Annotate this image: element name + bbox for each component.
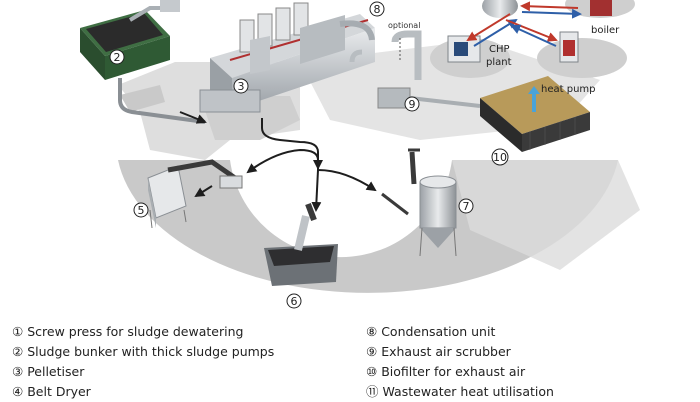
legend-item-9: ⑨ Exhaust air scrubber [366, 342, 554, 362]
legend-text: Screw press for sludge dewatering [27, 324, 244, 339]
flow-arrows [246, 148, 409, 216]
plant-illustration: 2 3 8 9 10 5 6 7 optiona [80, 0, 640, 309]
legend-text: Biofilter for exhaust air [381, 364, 526, 379]
legend-left-column: ① Screw press for sludge dewatering ② Sl… [12, 322, 274, 402]
lower-platform-shadow [452, 160, 640, 270]
optional-label: optional [388, 21, 420, 30]
svg-text:6: 6 [291, 295, 298, 308]
legend-item-11: ⑪ Wastewater heat utilisation [366, 382, 554, 402]
exhaust-air-scrubber [377, 87, 481, 109]
svg-text:8: 8 [374, 3, 381, 16]
biofilter [480, 76, 590, 152]
marker-5: 5 [133, 202, 149, 218]
sludge-bunker [80, 10, 207, 124]
legend-text: Belt Dryer [27, 384, 91, 399]
legend-marker: ⑨ [366, 344, 378, 359]
boiler-label: boiler [591, 25, 620, 36]
belt-dryer [199, 2, 375, 170]
legend-marker: ⑪ [366, 384, 379, 399]
plant-label: plant [486, 57, 512, 68]
sludge-container [264, 202, 338, 286]
chp-label: CHP [489, 44, 510, 55]
legend-right-column: ⑧ Condensation unit ⑨ Exhaust air scrubb… [366, 322, 554, 402]
legend-marker: ③ [12, 364, 24, 379]
legend-text: Pelletiser [27, 364, 85, 379]
marker-6: 6 [286, 293, 302, 309]
legend-text: Condensation unit [381, 324, 496, 339]
marker-3: 3 [233, 78, 249, 94]
marker-10: 10 [491, 148, 509, 166]
pellet-silo [408, 148, 457, 257]
marker-7: 7 [458, 198, 474, 214]
pelletiser [147, 159, 243, 229]
legend-text: Wastewater heat utilisation [382, 384, 554, 399]
heat-pump-label: heat pump [541, 84, 596, 95]
legend-marker: ② [12, 344, 24, 359]
legend-text: Sludge bunker with thick sludge pumps [27, 344, 275, 359]
svg-text:2: 2 [114, 51, 121, 64]
legend-item-8: ⑧ Condensation unit [366, 322, 554, 342]
legend-marker: ① [12, 324, 24, 339]
svg-text:9: 9 [409, 98, 416, 111]
marker-8: 8 [369, 1, 385, 17]
legend-item-4: ④ Belt Dryer [12, 382, 274, 402]
marker-9: 9 [404, 96, 420, 112]
svg-text:10: 10 [493, 151, 507, 164]
svg-text:3: 3 [238, 80, 245, 93]
legend-item-10: ⑩ Biofilter for exhaust air [366, 362, 554, 382]
svg-text:5: 5 [138, 204, 145, 217]
svg-text:7: 7 [463, 200, 470, 213]
energy-supply [430, 0, 635, 78]
legend-text: Exhaust air scrubber [381, 344, 511, 359]
legend-marker: ⑧ [366, 324, 378, 339]
legend-item-1: ① Screw press for sludge dewatering [12, 322, 274, 342]
legend-item-2: ② Sludge bunker with thick sludge pumps [12, 342, 274, 362]
legend-marker: ⑩ [366, 364, 378, 379]
marker-2: 2 [109, 49, 125, 65]
inlet-pipes [128, 0, 180, 22]
legend-item-3: ③ Pelletiser [12, 362, 274, 382]
legend-marker: ④ [12, 384, 24, 399]
legend: ① Screw press for sludge dewatering ② Sl… [0, 318, 700, 400]
